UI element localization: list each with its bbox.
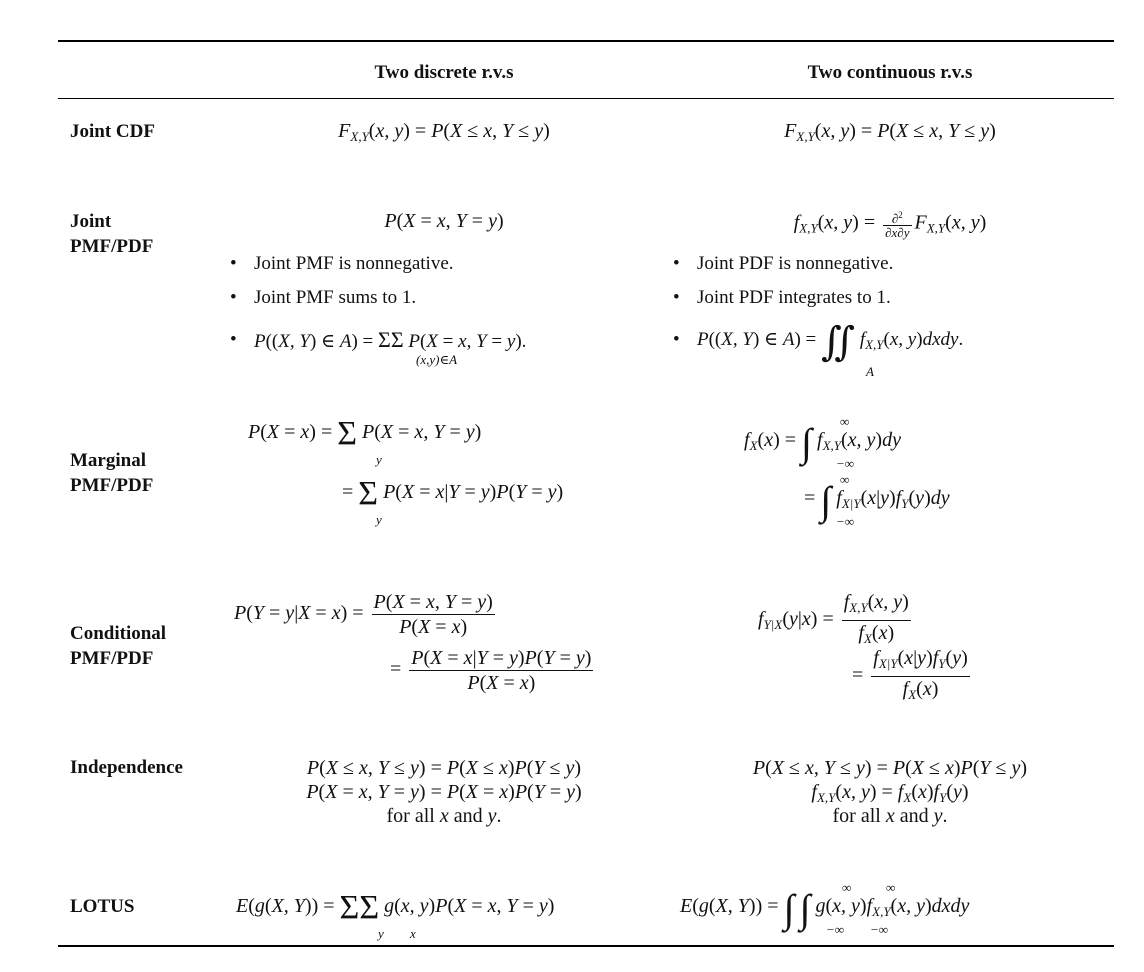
- row-label-joint-pmf-pdf: Joint PMF/PDF: [70, 209, 153, 259]
- row-label-line: PMF/PDF: [70, 236, 154, 257]
- integral-lower-limit: −∞: [836, 514, 855, 529]
- independence-discrete-line1: P(X ≤ x, Y ≤ y) = P(X ≤ x)P(Y ≤ y): [306, 757, 582, 779]
- joint-cdf-discrete: FX,Y(x, y) = P(X ≤ x, Y ≤ y): [338, 120, 550, 144]
- row-label-line: Conditional: [70, 623, 167, 644]
- conditional-continuous-line1: fY|X(y|x) = fX,Y(x, y)fX(x): [758, 591, 911, 646]
- row-label-line: Joint: [70, 211, 112, 232]
- integral-lower-limit: −∞: [836, 456, 855, 471]
- conditional-discrete-line2: = P(X = x|Y = y)P(Y = y)P(X = x): [390, 647, 594, 694]
- table-top-rule: [58, 40, 1114, 42]
- row-label-conditional: Conditional PMF/PDF: [70, 621, 166, 671]
- lotus-discrete: E(g(X, Y)) = ΣΣ g(x, y)P(X = x, Y = y): [236, 889, 555, 926]
- marginal-continuous-line1: fX(x) = ∫ fX,Y(x, y)dy: [744, 420, 901, 465]
- integral-upper-limit: ∞: [840, 414, 850, 429]
- joint-pdf-bullet-1: Joint PDF is nonnegative.: [673, 252, 893, 276]
- row-label-line: PMF/PDF: [70, 648, 154, 669]
- joint-pmf-bullet-2: Joint PMF sums to 1.: [230, 286, 416, 310]
- independence-discrete-line3: for all x and y.: [386, 805, 502, 827]
- header-continuous: Two continuous r.v.s: [807, 62, 973, 83]
- sum-index-x: x: [410, 926, 416, 941]
- joint-pdf-bullet-3: P((X, Y) ∈ A) = ∬ fX,Y(x, y)dxdy.: [673, 322, 963, 362]
- row-label-line: PMF/PDF: [70, 475, 154, 496]
- marginal-discrete-line2: = Σ P(X = x|Y = y)P(Y = y): [342, 475, 564, 512]
- integral-upper-limit: ∞: [842, 880, 852, 895]
- integral-upper-limit: ∞: [840, 472, 850, 487]
- integral-lower-limit: −∞: [826, 922, 845, 937]
- row-label-marginal: Marginal PMF/PDF: [70, 448, 153, 498]
- table-bottom-rule: [58, 945, 1114, 947]
- row-label-lotus: LOTUS: [70, 896, 135, 917]
- independence-discrete-line2: P(X = x, Y = y) = P(X = x)P(Y = y): [306, 781, 582, 803]
- marginal-continuous-line2: = ∫ fX|Y(x|y)fY(y)dy: [804, 478, 950, 523]
- sum-index-y: y: [376, 512, 382, 527]
- joint-pdf-bullet-2: Joint PDF integrates to 1.: [673, 286, 891, 310]
- joint-pmf-bullet-1: Joint PMF is nonnegative.: [230, 252, 453, 276]
- conditional-discrete-line1: P(Y = y|X = x) = P(X = x, Y = y)P(X = x): [234, 591, 495, 638]
- sum-index-y: y: [378, 926, 384, 941]
- independence-continuous-line1: P(X ≤ x, Y ≤ y) = P(X ≤ x)P(Y ≤ y): [752, 757, 1028, 779]
- conditional-continuous-line2: = fX|Y(x|y)fY(y)fX(x): [852, 647, 970, 702]
- marginal-discrete-line1: P(X = x) = Σ P(X = x, Y = y): [248, 415, 482, 452]
- integral-upper-limit: ∞: [886, 880, 896, 895]
- joint-pmf-bullet-3: P((X, Y) ∈ A) = ΣΣ P(X = x, Y = y).: [230, 328, 526, 354]
- row-label-independence: Independence: [70, 757, 183, 778]
- header-discrete: Two discrete r.v.s: [374, 62, 514, 83]
- sum-limit-label: (x,y)∈A: [416, 352, 458, 367]
- table-header-rule: [58, 98, 1114, 99]
- joint-cdf-continuous: FX,Y(x, y) = P(X ≤ x, Y ≤ y): [784, 120, 996, 144]
- sum-index-y: y: [376, 452, 382, 467]
- joint-pmf-main: P(X = x, Y = y): [384, 210, 504, 232]
- integral-region-label: A: [866, 364, 874, 379]
- row-label-joint-cdf: Joint CDF: [70, 121, 155, 142]
- independence-continuous-line3: for all x and y.: [832, 805, 948, 827]
- lotus-continuous: E(g(X, Y)) = ∫ ∫ g(x, y)fX,Y(x, y)dxdy: [680, 886, 970, 931]
- independence-continuous-line2: fX,Y(x, y) = fX(x)fY(y): [811, 781, 969, 805]
- row-label-line: Marginal: [70, 450, 146, 471]
- integral-lower-limit: −∞: [870, 922, 889, 937]
